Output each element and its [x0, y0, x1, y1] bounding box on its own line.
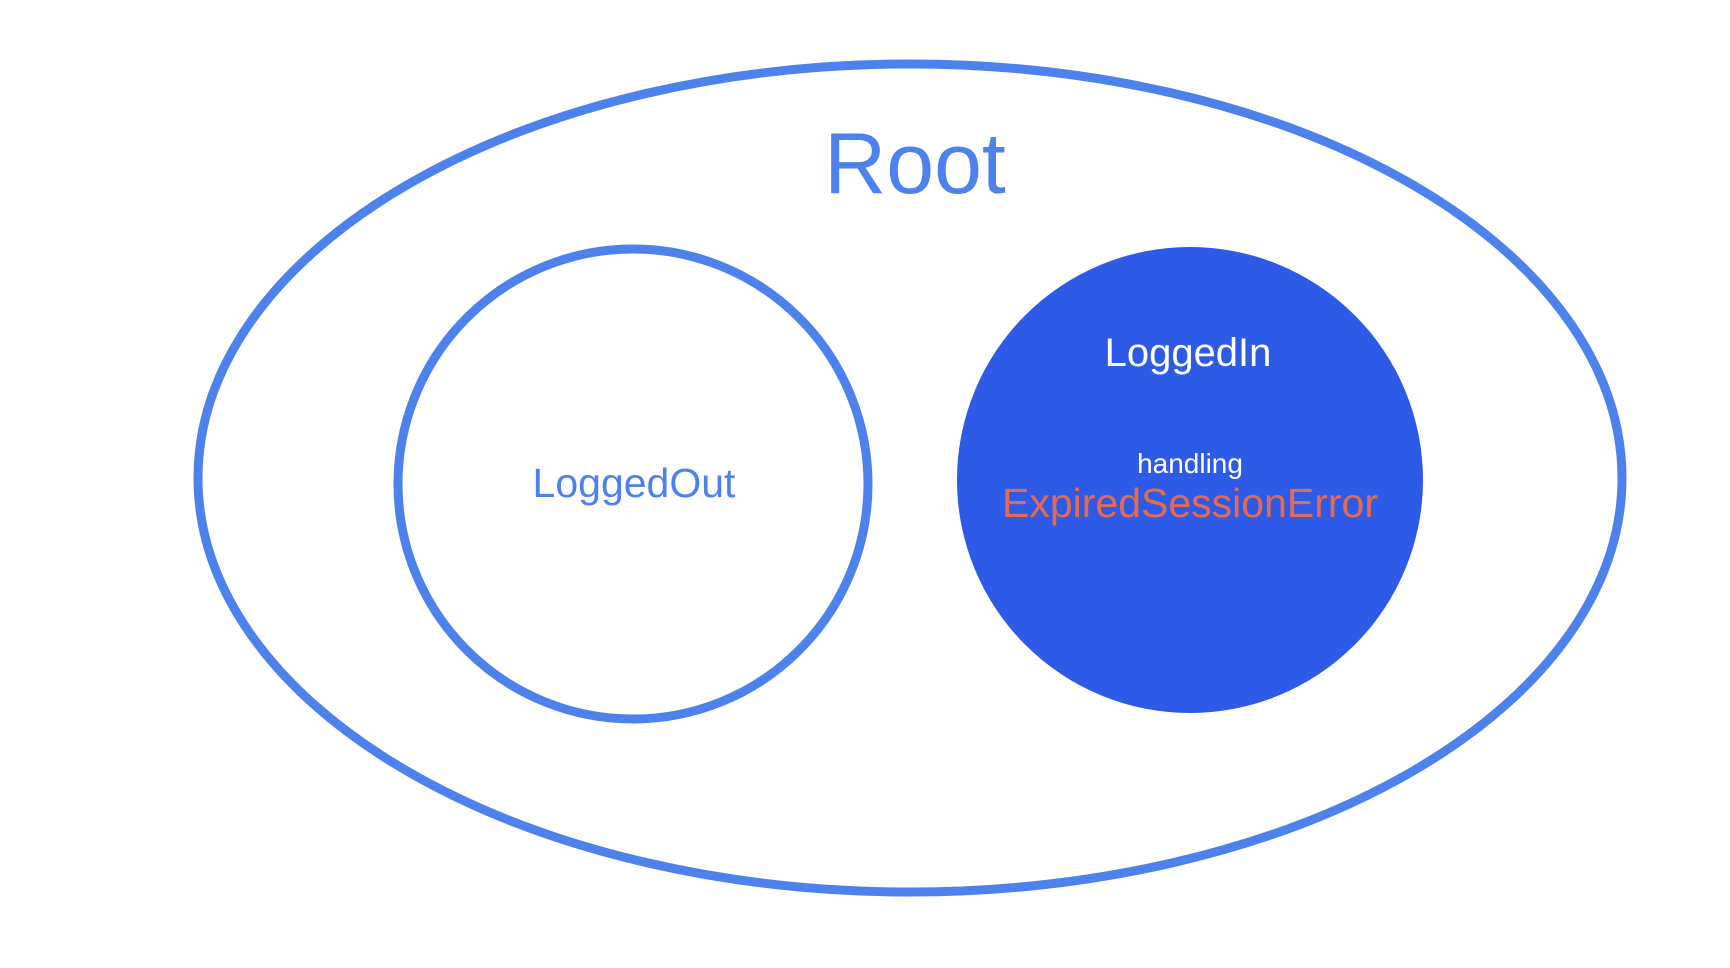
root-state-outline: [193, 59, 1627, 897]
logged-out-state-outline: [393, 244, 873, 724]
logged-in-state-label: LoggedIn: [1105, 331, 1272, 375]
logged-in-state-circle: [957, 247, 1423, 713]
logged-out-state-label: LoggedOut: [533, 460, 737, 506]
expired-session-error-label: ExpiredSessionError: [1002, 480, 1378, 526]
handling-label: handling: [1137, 448, 1243, 479]
root-state-label: Root: [824, 116, 1006, 212]
